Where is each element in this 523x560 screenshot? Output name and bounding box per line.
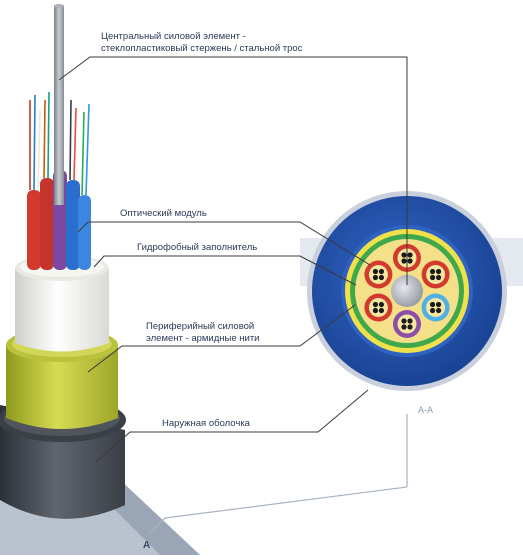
section-tube [364, 293, 393, 322]
section-tube [421, 293, 450, 322]
section-tube [393, 310, 421, 338]
label-filler: Гидрофобный заполнитель [137, 242, 258, 253]
section-tube [421, 260, 450, 289]
cable-central-member [54, 4, 64, 205]
section-letter: А [143, 540, 151, 551]
section-tube [364, 260, 393, 289]
section-plane-edge [105, 478, 200, 555]
label-central-line1: Центральный силовой элемент - [101, 31, 246, 42]
label-peripheral-line2: элемент - армидные нити [146, 333, 260, 344]
label-outer-sheath: Наружная оболочка [162, 418, 250, 429]
label-optical-module: Оптический модуль [120, 208, 207, 219]
section-label: А-А [418, 405, 434, 415]
section-tubes [364, 244, 450, 338]
cross-section [307, 191, 507, 391]
section-marker [147, 414, 408, 536]
label-central-line2: стеклопластиковый стержень / стальной тр… [101, 43, 303, 54]
label-peripheral-line1: Периферийный силовой [146, 321, 255, 332]
section-central-member [391, 275, 423, 307]
callout-lines [58, 56, 408, 463]
